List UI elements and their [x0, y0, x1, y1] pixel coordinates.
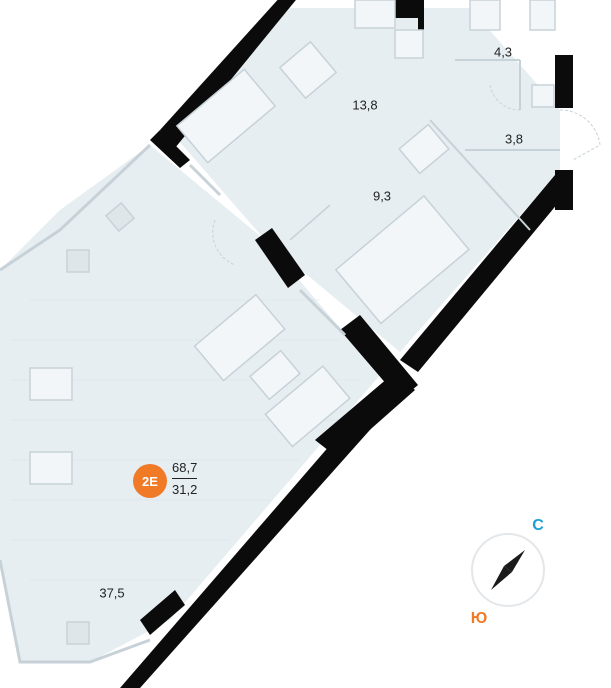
room-area-bathroom: 4,3 [493, 44, 513, 60]
living-floor-texture [10, 299, 360, 581]
room-area-living: 37,5 [99, 585, 125, 601]
walls [120, 0, 573, 688]
apartment-area-fraction: 68,7 31,2 [172, 460, 198, 497]
compass-south-label: Ю [470, 610, 488, 627]
partitions [429, 59, 560, 231]
apartment-code-badge: 2E [133, 464, 167, 498]
floor-area [0, 8, 560, 662]
room-area-wc: 3,8 [504, 131, 524, 147]
compass [471, 533, 545, 607]
living-area: 31,2 [172, 482, 198, 497]
windows [0, 143, 347, 664]
total-area: 68,7 [172, 460, 198, 475]
furniture [29, 0, 556, 645]
doors [212, 84, 601, 266]
room-area-kitchen: 13,8 [352, 97, 378, 113]
compass-north-label: С [532, 517, 544, 534]
fraction-line [172, 478, 198, 479]
room-area-bedroom: 9,3 [372, 188, 392, 204]
compass-needle-south [491, 566, 512, 590]
compass-needle-north [504, 550, 525, 572]
